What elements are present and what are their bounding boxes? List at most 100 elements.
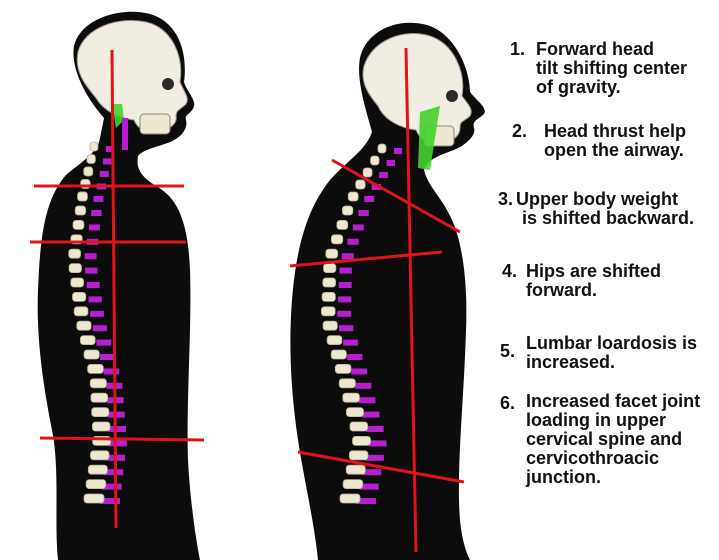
intervertebral-disc: [340, 268, 352, 274]
vertebra: [88, 465, 107, 474]
vertebra: [335, 364, 351, 373]
vertebra: [323, 321, 337, 330]
note-line: increased.: [526, 353, 697, 372]
intervertebral-disc: [358, 210, 368, 216]
vertebra: [349, 451, 368, 460]
intervertebral-disc: [355, 383, 371, 389]
vertebra: [86, 480, 106, 489]
intervertebral-disc: [394, 148, 402, 154]
intervertebral-disc: [109, 440, 127, 446]
vertebra: [331, 235, 342, 244]
normal-neck-disc-highlight: [122, 118, 128, 150]
vertebra: [78, 192, 88, 201]
intervertebral-disc: [108, 426, 126, 432]
vertebra: [339, 379, 355, 388]
vertebra: [322, 292, 335, 301]
vertebra: [321, 307, 335, 316]
intervertebral-disc: [342, 253, 354, 259]
intervertebral-disc: [362, 412, 379, 418]
note-number: 6.: [500, 394, 515, 413]
vertebra: [346, 465, 365, 474]
note-4: 4. Hips are shifted forward.: [502, 262, 661, 300]
intervertebral-disc: [339, 325, 353, 331]
note-line: Head thrust help: [544, 122, 686, 141]
vertebra: [346, 408, 363, 417]
vertebra: [84, 350, 99, 359]
note-line: Forward head: [536, 40, 687, 59]
intervertebral-disc: [337, 311, 351, 317]
vertebra: [378, 144, 386, 153]
vertebra: [327, 336, 342, 345]
intervertebral-disc: [347, 354, 362, 360]
posture-figures: [0, 0, 500, 560]
intervertebral-disc: [104, 368, 120, 374]
intervertebral-disc: [88, 296, 101, 302]
intervertebral-disc: [100, 171, 109, 177]
note-number: 3.: [498, 190, 513, 209]
vertebra: [324, 264, 336, 273]
note-line: tilt shifting center: [536, 59, 687, 78]
note-6: 6. Increased facet joint loading in uppe…: [500, 392, 700, 487]
note-line: Lumbar loardosis is: [526, 334, 697, 353]
note-number: 2.: [512, 122, 527, 141]
intervertebral-disc: [94, 196, 104, 202]
note-line: junction.: [526, 468, 700, 487]
note-number: 4.: [502, 262, 517, 281]
note-1: 1. Forward head tilt shifting center of …: [510, 40, 687, 97]
note-number: 1.: [510, 40, 525, 59]
intervertebral-disc: [91, 210, 101, 216]
vertebra: [90, 451, 109, 460]
intervertebral-disc: [338, 296, 351, 302]
vertebra: [87, 154, 95, 163]
note-line: cervical spine and: [526, 430, 700, 449]
vertebra: [92, 422, 110, 431]
intervertebral-disc: [343, 340, 358, 346]
vertebra: [343, 393, 360, 402]
intervertebral-disc: [366, 426, 384, 432]
vertebra: [88, 364, 104, 373]
intervertebral-disc: [89, 224, 100, 230]
vertebra: [91, 393, 108, 402]
vertebra: [337, 220, 348, 229]
note-line: Hips are shifted: [526, 262, 661, 281]
note-line: open the airway.: [544, 141, 686, 160]
intervertebral-disc: [85, 253, 97, 259]
intervertebral-disc: [87, 282, 100, 288]
note-3: 3. Upper body weight is shifted backward…: [498, 190, 694, 228]
intervertebral-disc: [339, 282, 352, 288]
vertebra: [74, 307, 88, 316]
note-number: 5.: [500, 342, 515, 361]
intervertebral-disc: [364, 196, 374, 202]
intervertebral-disc: [100, 354, 115, 360]
vertebra: [69, 264, 81, 273]
note-line: cervicothroacic: [526, 449, 700, 468]
intervertebral-disc: [387, 160, 395, 166]
vertebra: [84, 167, 93, 176]
vertebra: [326, 249, 338, 258]
intervertebral-disc: [347, 239, 358, 245]
note-line: Increased facet joint: [526, 392, 700, 411]
intervertebral-disc: [85, 268, 97, 274]
note-line: forward.: [526, 281, 661, 300]
vertebra: [73, 220, 84, 229]
vertebra: [323, 278, 336, 287]
intervertebral-disc: [90, 311, 104, 317]
vertebra: [363, 168, 372, 177]
vertebra: [69, 249, 81, 258]
intervertebral-disc: [93, 325, 107, 331]
vertebra: [331, 350, 346, 359]
note-line: of gravity.: [536, 78, 687, 97]
note-line: is shifted backward.: [522, 209, 694, 228]
vertebra: [80, 336, 95, 345]
intervertebral-disc: [359, 397, 376, 403]
note-line: loading in upper: [526, 411, 700, 430]
vertebra: [71, 278, 84, 287]
intervertebral-disc: [103, 158, 111, 164]
vertebra: [371, 156, 379, 165]
note-5: 5. Lumbar loardosis is increased.: [500, 334, 697, 372]
vertebra: [90, 142, 98, 151]
intervertebral-disc: [379, 172, 388, 178]
vertebra: [90, 379, 106, 388]
vertebra: [340, 494, 360, 503]
